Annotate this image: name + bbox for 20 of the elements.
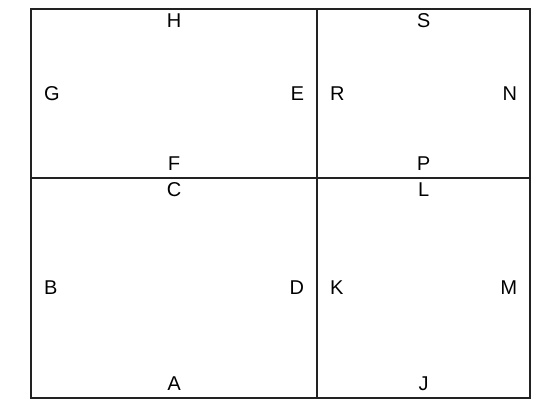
letter-label: P	[416, 154, 430, 174]
letter-label: F	[168, 154, 180, 174]
letter-label: G	[44, 84, 60, 104]
letter-label: K	[330, 278, 344, 298]
letter-label: H	[166, 11, 182, 31]
grid-square	[316, 8, 531, 179]
grid-square	[30, 8, 318, 179]
grid-square	[30, 177, 318, 399]
letter-label: B	[44, 278, 58, 298]
letter-label: A	[167, 374, 181, 394]
grid-square	[316, 177, 531, 399]
letter-label: R	[330, 84, 344, 104]
letter-label: J	[418, 374, 428, 394]
letter-label: D	[290, 278, 304, 298]
letter-label: N	[502, 84, 517, 104]
letter-label: C	[166, 180, 182, 200]
letter-label: M	[500, 278, 517, 298]
letter-label: L	[418, 180, 430, 200]
letter-label: S	[416, 11, 430, 31]
letter-label: E	[290, 84, 304, 104]
